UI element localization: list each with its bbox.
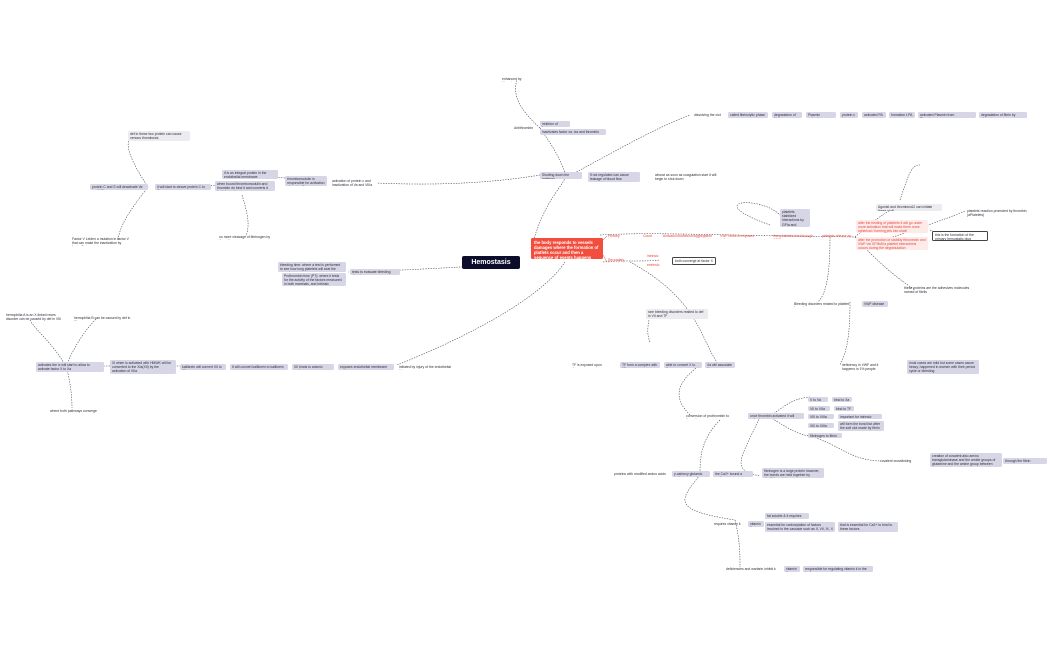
count-node[interactable]: Count — [643, 234, 653, 238]
prothrombin-time-node[interactable]: Prothrombin time (PT): where it tests fo… — [282, 273, 346, 286]
able-convert-node[interactable]: able to convert X to Xa — [664, 362, 702, 368]
essential-node[interactable]: essential for carboxylation of factors i… — [765, 522, 835, 532]
integral-node[interactable]: it is an integral protein in the endothe… — [222, 170, 278, 179]
fat-soluble-node[interactable]: fat soluble & it requires — [765, 513, 809, 519]
fibrin-chain-0[interactable]: called fibrinolytic phase — [728, 112, 768, 118]
fibrin-chain-4[interactable]: activated PA — [862, 112, 886, 118]
inactivates-node[interactable]: inactivates factor xa, ixa and thrombin — [540, 129, 606, 135]
thrombin-activated-node[interactable]: once thrombin activated it will activate — [748, 413, 804, 419]
vwf-disease-node[interactable]: VWF disease — [862, 301, 888, 307]
deficiency-node[interactable]: deficiency in VWF and it happens in 1% p… — [842, 363, 879, 372]
protein-cs-node[interactable]: protein C and S will deactivate Va and V… — [90, 184, 148, 190]
release-proteins-node[interactable]: these proteins are the adhesives molecul… — [904, 286, 970, 295]
antithrombin-node[interactable]: Antithrombin — [514, 126, 534, 130]
bind-xa-node[interactable]: bind to Xa — [832, 397, 852, 402]
platelets-note-node[interactable]: platelets stabilized interactions by GPI… — [780, 209, 810, 227]
tests-node[interactable]: tests to evaluate bleeding disorders — [350, 269, 400, 275]
fibrin-chain-3[interactable]: protein c — [840, 112, 858, 118]
most-cases-node[interactable]: most cases are mild but some cases cause… — [907, 360, 979, 374]
primary-hemostasis-node[interactable]: Primary hemostasis — [608, 234, 625, 239]
y-carboxy-node[interactable]: y-carboxy glutamic acid — [672, 471, 710, 477]
almost-soon-node[interactable]: almost as soon as coagulation start it w… — [655, 173, 717, 182]
secondary-hemostasis-node[interactable]: Secondary hemostasis — [608, 258, 625, 263]
central-topic[interactable]: the body responds to vessels damages whe… — [531, 238, 603, 259]
viii-viiia-node[interactable]: VIII to VIIIa — [808, 414, 834, 419]
platelets-bind-node[interactable]: then platelets bind through GPIB — [773, 234, 813, 239]
fibrin-chain-6[interactable]: activated Plasmin from Plasminogen — [918, 112, 976, 118]
protein-c-activation-node[interactable]: activation of protein c and inactivation… — [332, 179, 373, 188]
shutting-down-node[interactable]: Shutting down the pathway — [540, 172, 582, 179]
vwf-collagen-node[interactable]: VWF binds to exposed collagen — [720, 234, 755, 239]
vii-viia-node[interactable]: VII to VIIa — [808, 406, 830, 411]
not-regulated-node[interactable]: if not regulated can cause leakage of bl… — [588, 172, 640, 182]
bleeding-time-node[interactable]: bleeding time: where a test is performed… — [278, 262, 346, 272]
kallikrein-xii-node[interactable]: kallikrein will convert XII to XIIa — [180, 364, 226, 370]
thrombin-bound-node[interactable]: when bound thrombomodulin and thrombin d… — [215, 181, 275, 191]
kallikrein-convert-node[interactable]: It will convert kallikrein to kallikrein — [230, 364, 288, 370]
initiated-injury-node[interactable]: initiated by injury of the endothelial l… — [399, 365, 452, 370]
form-bond-node[interactable]: will form the bond but after the soft cl… — [838, 421, 884, 431]
agonist-node[interactable]: Agonist and thromboxA2 can initiate thes… — [876, 204, 942, 211]
activates-ix-node[interactable]: activates the ix will start to allow to … — [36, 362, 104, 372]
rare-bleeding-node[interactable]: rare bleeding disorders realted to def i… — [646, 309, 708, 319]
fibrin-chain-5[interactable]: formation t-PA — [889, 112, 915, 118]
modified-proteins-node[interactable]: proteins with modified amino acids — [614, 472, 666, 476]
venous-thrombosis-node[interactable]: def in these two protein can cause venou… — [128, 131, 190, 141]
cleave-protein-c-node[interactable]: it will start to cleave protein C to Ca — [155, 184, 211, 190]
vitk2-node[interactable]: vitamin K — [784, 566, 800, 572]
fibrin-chain-7[interactable]: degradation of fibrin by plasmin — [979, 112, 1027, 118]
important-intrinsic-node[interactable]: important for intrinsic pathway — [838, 414, 882, 419]
dissolving-node[interactable]: dissolving the clot — [694, 113, 721, 117]
tf-complex-node[interactable]: TF form a complex with VII — [620, 362, 660, 368]
requires-vitk-node[interactable]: requires vitamin k — [714, 522, 741, 526]
inhibitor-node[interactable]: inhibitor of factors — [540, 121, 570, 127]
v-to-va-node[interactable]: V to Va — [808, 397, 828, 402]
xiii-xiiia-node[interactable]: XIII to XIIIa — [808, 423, 834, 428]
through-fibrin-node[interactable]: through the fibrin monomers — [1003, 458, 1047, 464]
fibrinogen-large-node[interactable]: fibrinogen is a large protein however, t… — [762, 468, 824, 478]
primary-plug-node[interactable]: this is the formation of the primary hem… — [932, 231, 988, 241]
warfarin-node[interactable]: deficiencies and warfarin inhibit k — [726, 567, 776, 571]
exposes-surfaces-node[interactable]: exposes endothelial membrane surfaces — [338, 364, 394, 370]
ca2-surface-node[interactable]: the Ca2+ bound a surface — [713, 471, 753, 477]
pathways-converge-node[interactable]: both converge at factor X — [672, 257, 716, 265]
bind-tf-node[interactable]: bind to TF — [834, 406, 854, 411]
integrin-binding-node[interactable]: after the binding of platelets it will g… — [856, 220, 928, 233]
responsible-node[interactable]: responsible for regulating vitamin k in … — [803, 566, 873, 572]
conversion-node[interactable]: conversion of prothrombin to thrombin — [686, 414, 729, 419]
no-more-cleavage-node[interactable]: no more cleavage of fibrinogen by thromb… — [219, 235, 271, 240]
factor-v-leiden-node[interactable]: Factor V Leiden a mutation in factor V t… — [72, 237, 129, 246]
where-both-node[interactable]: where both pathways converge — [50, 409, 97, 413]
essential-ca-node[interactable]: that is essential for Ca2+ to bind to th… — [838, 522, 898, 532]
fibrin-chain-1[interactable]: degradation of fibrin — [772, 112, 802, 118]
xii-anionic-node[interactable]: XII binds to anionic surface — [292, 364, 334, 370]
aggregation-node[interactable]: platelets reaction promoted by thrombin … — [967, 209, 1027, 217]
tf-exposed-node[interactable]: TF is exposed upon damage — [572, 363, 602, 368]
thrombomodulin-node[interactable]: thrombomodulin is responsible for activa… — [285, 176, 327, 186]
heparin-node[interactable]: enhanced by Heparin — [502, 77, 522, 82]
hemophilia-a-node[interactable]: hemophilia A is an X-linked reces disord… — [6, 313, 62, 322]
fibrin-chain-2[interactable]: Plasmin activation — [806, 112, 836, 118]
platelet-release-node[interactable]: platelets release ao — [822, 234, 852, 238]
fibrinogen-stability-node[interactable]: after the promotion of stability fibrone… — [856, 237, 928, 250]
xi-activated-node[interactable]: XI when is activated with HMWK will be c… — [110, 360, 176, 374]
creation-node[interactable]: creation of covalent also amino transglu… — [930, 453, 1002, 467]
xa-associate-node[interactable]: Xa will associate V — [705, 362, 735, 368]
covalent-node[interactable]: covalent crosslinking — [880, 459, 912, 463]
root-node-hemostasis[interactable]: Hemostasis — [462, 256, 520, 269]
fibrinogen-fibrin-node[interactable]: fibrinogen to fibrin — [808, 433, 842, 438]
hemophilia-b-node[interactable]: hemophilia B can be caused by def in IX — [74, 316, 131, 321]
vitk-node[interactable]: vitamin K — [748, 521, 764, 527]
activation-node[interactable]: Activation/Adhesion/Aggregation — [663, 234, 713, 238]
bleeding-disorders-platelet-node[interactable]: Bleeding disorders related to platelet f… — [794, 302, 850, 307]
extrinsic-node[interactable]: extrinsic — [647, 263, 660, 267]
intrinsic-node[interactable]: intrinsic — [647, 254, 659, 258]
